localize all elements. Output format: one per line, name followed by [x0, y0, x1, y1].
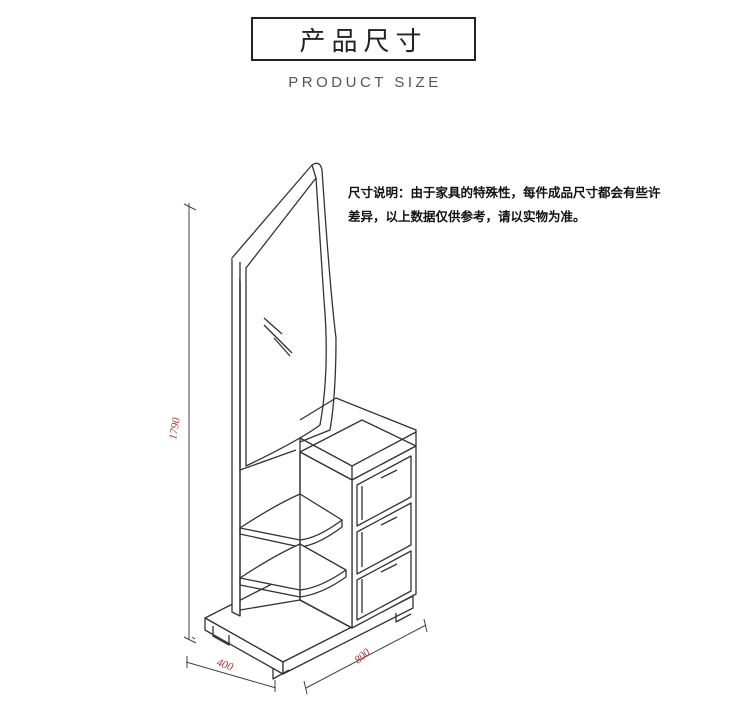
depth-dimension-line — [185, 661, 277, 689]
width-dimension-label: 800 — [352, 646, 373, 666]
page-subtitle: PRODUCT SIZE — [0, 74, 730, 91]
drawer-1 — [356, 455, 412, 527]
left-side-panel — [231, 257, 241, 617]
dressing-cabinet — [204, 162, 417, 680]
page-title: 产品尺寸 — [299, 26, 428, 57]
drawer-3 — [356, 550, 412, 621]
width-dimension-line — [305, 624, 427, 689]
height-dimension-label: 1790 — [167, 416, 183, 440]
size-note: 尺寸说明：由于家具的特殊性，每件成品尺寸都会有些许 差异，以上数据仅供参考，请以… — [348, 181, 708, 229]
drawer-2 — [356, 502, 412, 575]
size-note-line-2: 差异，以上数据仅供参考，请以实物为准。 — [348, 209, 586, 224]
drawer-cabinet — [299, 397, 417, 629]
title-box: 产品尺寸 — [251, 17, 476, 61]
mirror-frame — [231, 162, 337, 471]
size-note-line-1: 尺寸说明：由于家具的特殊性，每件成品尺寸都会有些许 — [348, 185, 661, 200]
depth-dimension-label: 400 — [215, 657, 235, 674]
subtitle-text: PRODUCT SIZE — [288, 74, 442, 91]
base-inner-edge — [239, 599, 353, 629]
mirror-reflection — [263, 317, 293, 357]
dimension-lines — [183, 203, 428, 695]
